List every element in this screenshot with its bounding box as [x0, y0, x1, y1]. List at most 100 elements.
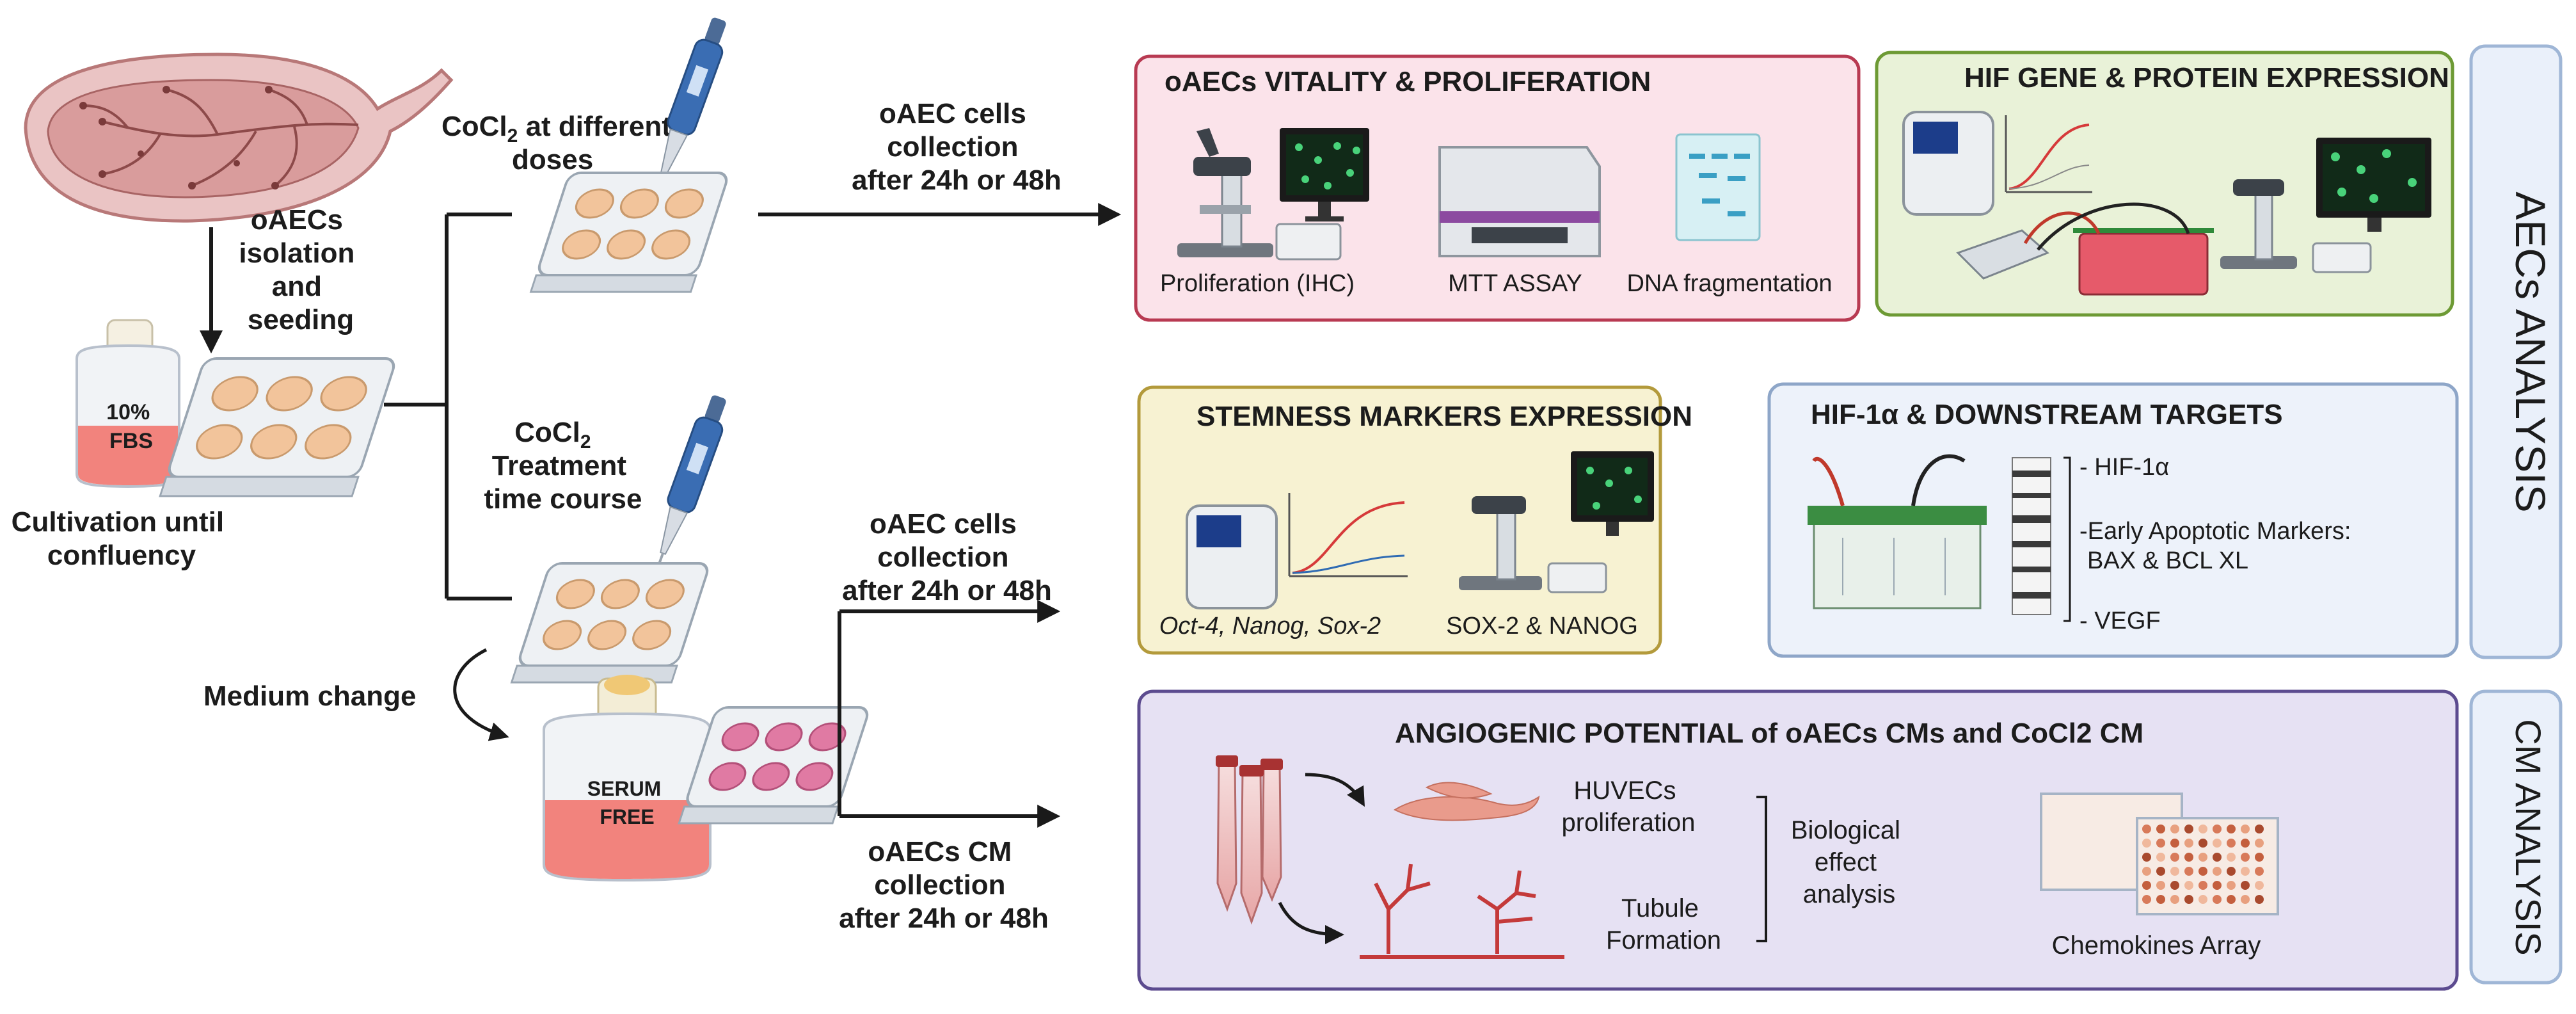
microscope-icon [2220, 179, 2372, 273]
bio-effect-line: analysis [1803, 880, 1896, 908]
array-spot [2142, 881, 2151, 890]
collection-line: after 24h or 48h [839, 903, 1049, 934]
microscope-icon [1177, 128, 1342, 261]
isolation-line: oAECs [251, 204, 343, 236]
target-item: - VEGF [2079, 608, 2161, 634]
array-spot [2255, 853, 2264, 862]
well-plate [529, 172, 728, 293]
array-spot [2241, 881, 2250, 890]
array-spot [2156, 839, 2165, 848]
array-spot [2227, 881, 2236, 890]
panel-angiogenic: ANGIOGENIC POTENTIAL of oAECs CMs and Co… [1137, 689, 2459, 991]
isolation-line: seeding [248, 304, 354, 335]
falcon-tubes-icon [1216, 755, 1283, 925]
cultivation-label: Cultivation until confluency [12, 506, 232, 571]
array-spot [2142, 839, 2151, 848]
array-spot [2142, 895, 2151, 904]
fbs-bottle: 10% FBS [76, 319, 180, 488]
array-spot [2156, 825, 2165, 833]
array-spot [2184, 839, 2193, 848]
array-spot [2198, 825, 2207, 833]
array-spot [2170, 895, 2179, 904]
isolation-label: oAECs isolation and seeding [239, 204, 362, 335]
well-plate [678, 706, 869, 825]
branch-connector [384, 213, 512, 600]
monitor-icon [2316, 138, 2431, 232]
placenta-illustration [24, 52, 454, 223]
collection-label: oAEC cells collection after 24h or 48h [842, 508, 1052, 606]
array-spot [2142, 825, 2151, 833]
huvec-line: proliferation [1561, 809, 1695, 837]
isolation-line: and [272, 271, 322, 302]
array-spot [2255, 825, 2264, 833]
medium-change-arrow [453, 648, 509, 741]
svg-text:10% FBS: 10% FBS [106, 400, 156, 453]
array-spot [2255, 867, 2264, 876]
tubule-label: Tubule Formation [1606, 894, 1721, 954]
array-spot [2170, 881, 2179, 890]
cocl2-time-label: CoCl2 Treatment time course [484, 417, 642, 515]
array-spot [2198, 839, 2207, 848]
array-spot [2198, 881, 2207, 890]
cultivation-line: Cultivation until [12, 506, 224, 538]
panel-title: HIF-1α & DOWNSTREAM TARGETS [1811, 399, 2283, 430]
array-spot [2255, 839, 2264, 848]
array-spot [2184, 867, 2193, 876]
array-spot [2156, 895, 2165, 904]
cocl2-time-sub: 2 [580, 431, 591, 453]
cocl2-time-line: CoCl [514, 417, 580, 448]
array-spot [2241, 853, 2250, 862]
collection-line: collection [887, 131, 1018, 163]
target-item: BAX & BCL XL [2087, 547, 2248, 574]
cocl2-doses-sub: 2 [507, 125, 518, 147]
array-spot [2241, 867, 2250, 876]
bracket-line [2063, 456, 2071, 622]
well-plate [510, 562, 709, 684]
method-label: MTT ASSAY [1448, 270, 1582, 297]
array-spot [2227, 825, 2236, 833]
bracket-line [1756, 796, 1767, 942]
array-spot [2170, 853, 2179, 862]
collection-line: after 24h or 48h [842, 575, 1052, 606]
cocl2-doses-line: doses [512, 144, 593, 175]
target-list: - HIF-1α -Early Apoptotic Markers: BAX &… [2079, 454, 2358, 634]
method-label: SOX-2 & NANOG [1446, 613, 1638, 640]
side-label-cm: CM ANALYSIS [2469, 689, 2563, 985]
electrophoresis-icon [1956, 202, 2214, 296]
serum-free-text: SERUM [587, 777, 662, 800]
huvec-cells-icon [1393, 782, 1540, 821]
cocl2-time-line: Treatment [492, 450, 627, 481]
chemokine-array-icon [2040, 793, 2279, 915]
array-spot [2255, 881, 2264, 890]
pcr-machine-icon [1186, 504, 1278, 609]
panel-title: oAECs VITALITY & PROLIFERATION [1165, 66, 1651, 97]
method-label: DNA fragmentation [1626, 270, 1832, 297]
panel-title: HIF GENE & PROTEIN EXPRESSION [1964, 62, 2449, 93]
collection-label: oAEC cells collection after 24h or 48h [852, 98, 1061, 196]
array-spot [2227, 867, 2236, 876]
array-spot [2255, 895, 2264, 904]
collection-line: collection [874, 869, 1005, 901]
array-spot [2184, 825, 2193, 833]
panel-vitality: oAECs VITALITY & PROLIFERATION Prolifera… [1134, 54, 1861, 322]
panel-stemness: STEMNESS MARKERS EXPRESSION Oct-4, Nanog… [1137, 385, 1692, 655]
gel-icon [1675, 133, 1761, 241]
array-spot [2142, 867, 2151, 876]
method-label: Proliferation (IHC) [1160, 270, 1355, 297]
array-spot [2213, 867, 2222, 876]
pcr-machine-icon [1902, 111, 1994, 216]
array-spot [2184, 881, 2193, 890]
collection-line: oAECs CM [868, 836, 1012, 867]
cultivation-line: confluency [47, 540, 196, 571]
pipette-icon [648, 395, 726, 590]
array-spot [2156, 853, 2165, 862]
array-spot [2227, 853, 2236, 862]
collection-line: oAEC cells [870, 508, 1017, 540]
array-spot [2142, 853, 2151, 862]
aecs-analysis-text: AECs ANALYSIS [2507, 191, 2554, 512]
collection-line: collection [877, 542, 1008, 573]
array-spot [2241, 825, 2250, 833]
curved-arrow [1278, 901, 1344, 944]
array-spot [2227, 839, 2236, 848]
